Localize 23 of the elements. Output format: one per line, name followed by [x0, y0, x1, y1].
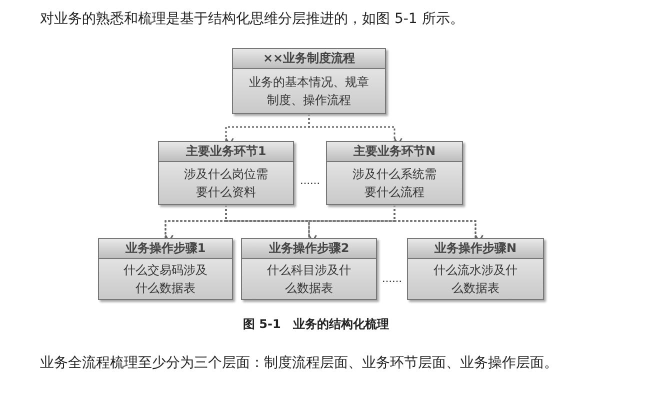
- process-box: [158, 141, 294, 205]
- ellipsis: ……: [300, 175, 320, 189]
- paragraph: 对业务的熟悉和梳理是基于结构化思维分层推进的，如图 5-1 所示。: [40, 10, 464, 29]
- paragraph: 业务全流程梳理至少分为三个层面：制度流程层面、业务环节层面、业务操作层面。: [40, 354, 559, 373]
- process-box: [98, 238, 233, 300]
- process-box: [232, 48, 386, 114]
- figure-caption: 图 5-1 业务的结构化梳理: [243, 316, 389, 333]
- box-text: 业务的基本情况、规章制度、操作流程: [248, 74, 370, 109]
- box-text: 什么科目涉及什么数据表: [266, 262, 352, 297]
- box-text: 涉及什么系统需要什么流程: [352, 166, 436, 201]
- box-heading: 主要业务环节N: [327, 142, 462, 162]
- box-heading: 业务操作步骤2: [242, 239, 376, 259]
- process-box: [241, 238, 377, 300]
- box-heading: 业务操作步骤1: [99, 239, 232, 259]
- process-box: [326, 141, 463, 205]
- box-heading: 业务操作步骤N: [408, 239, 543, 259]
- box-heading: 主要业务环节1: [159, 142, 293, 162]
- box-text: 什么流水涉及什么数据表: [432, 262, 518, 297]
- box-heading: ××业务制度流程: [233, 49, 385, 69]
- process-box: [407, 238, 544, 300]
- box-text: 什么交易码涉及什么数据表: [122, 262, 208, 297]
- ellipsis: ……: [382, 273, 402, 287]
- box-text: 涉及什么岗位需要什么资料: [184, 166, 268, 201]
